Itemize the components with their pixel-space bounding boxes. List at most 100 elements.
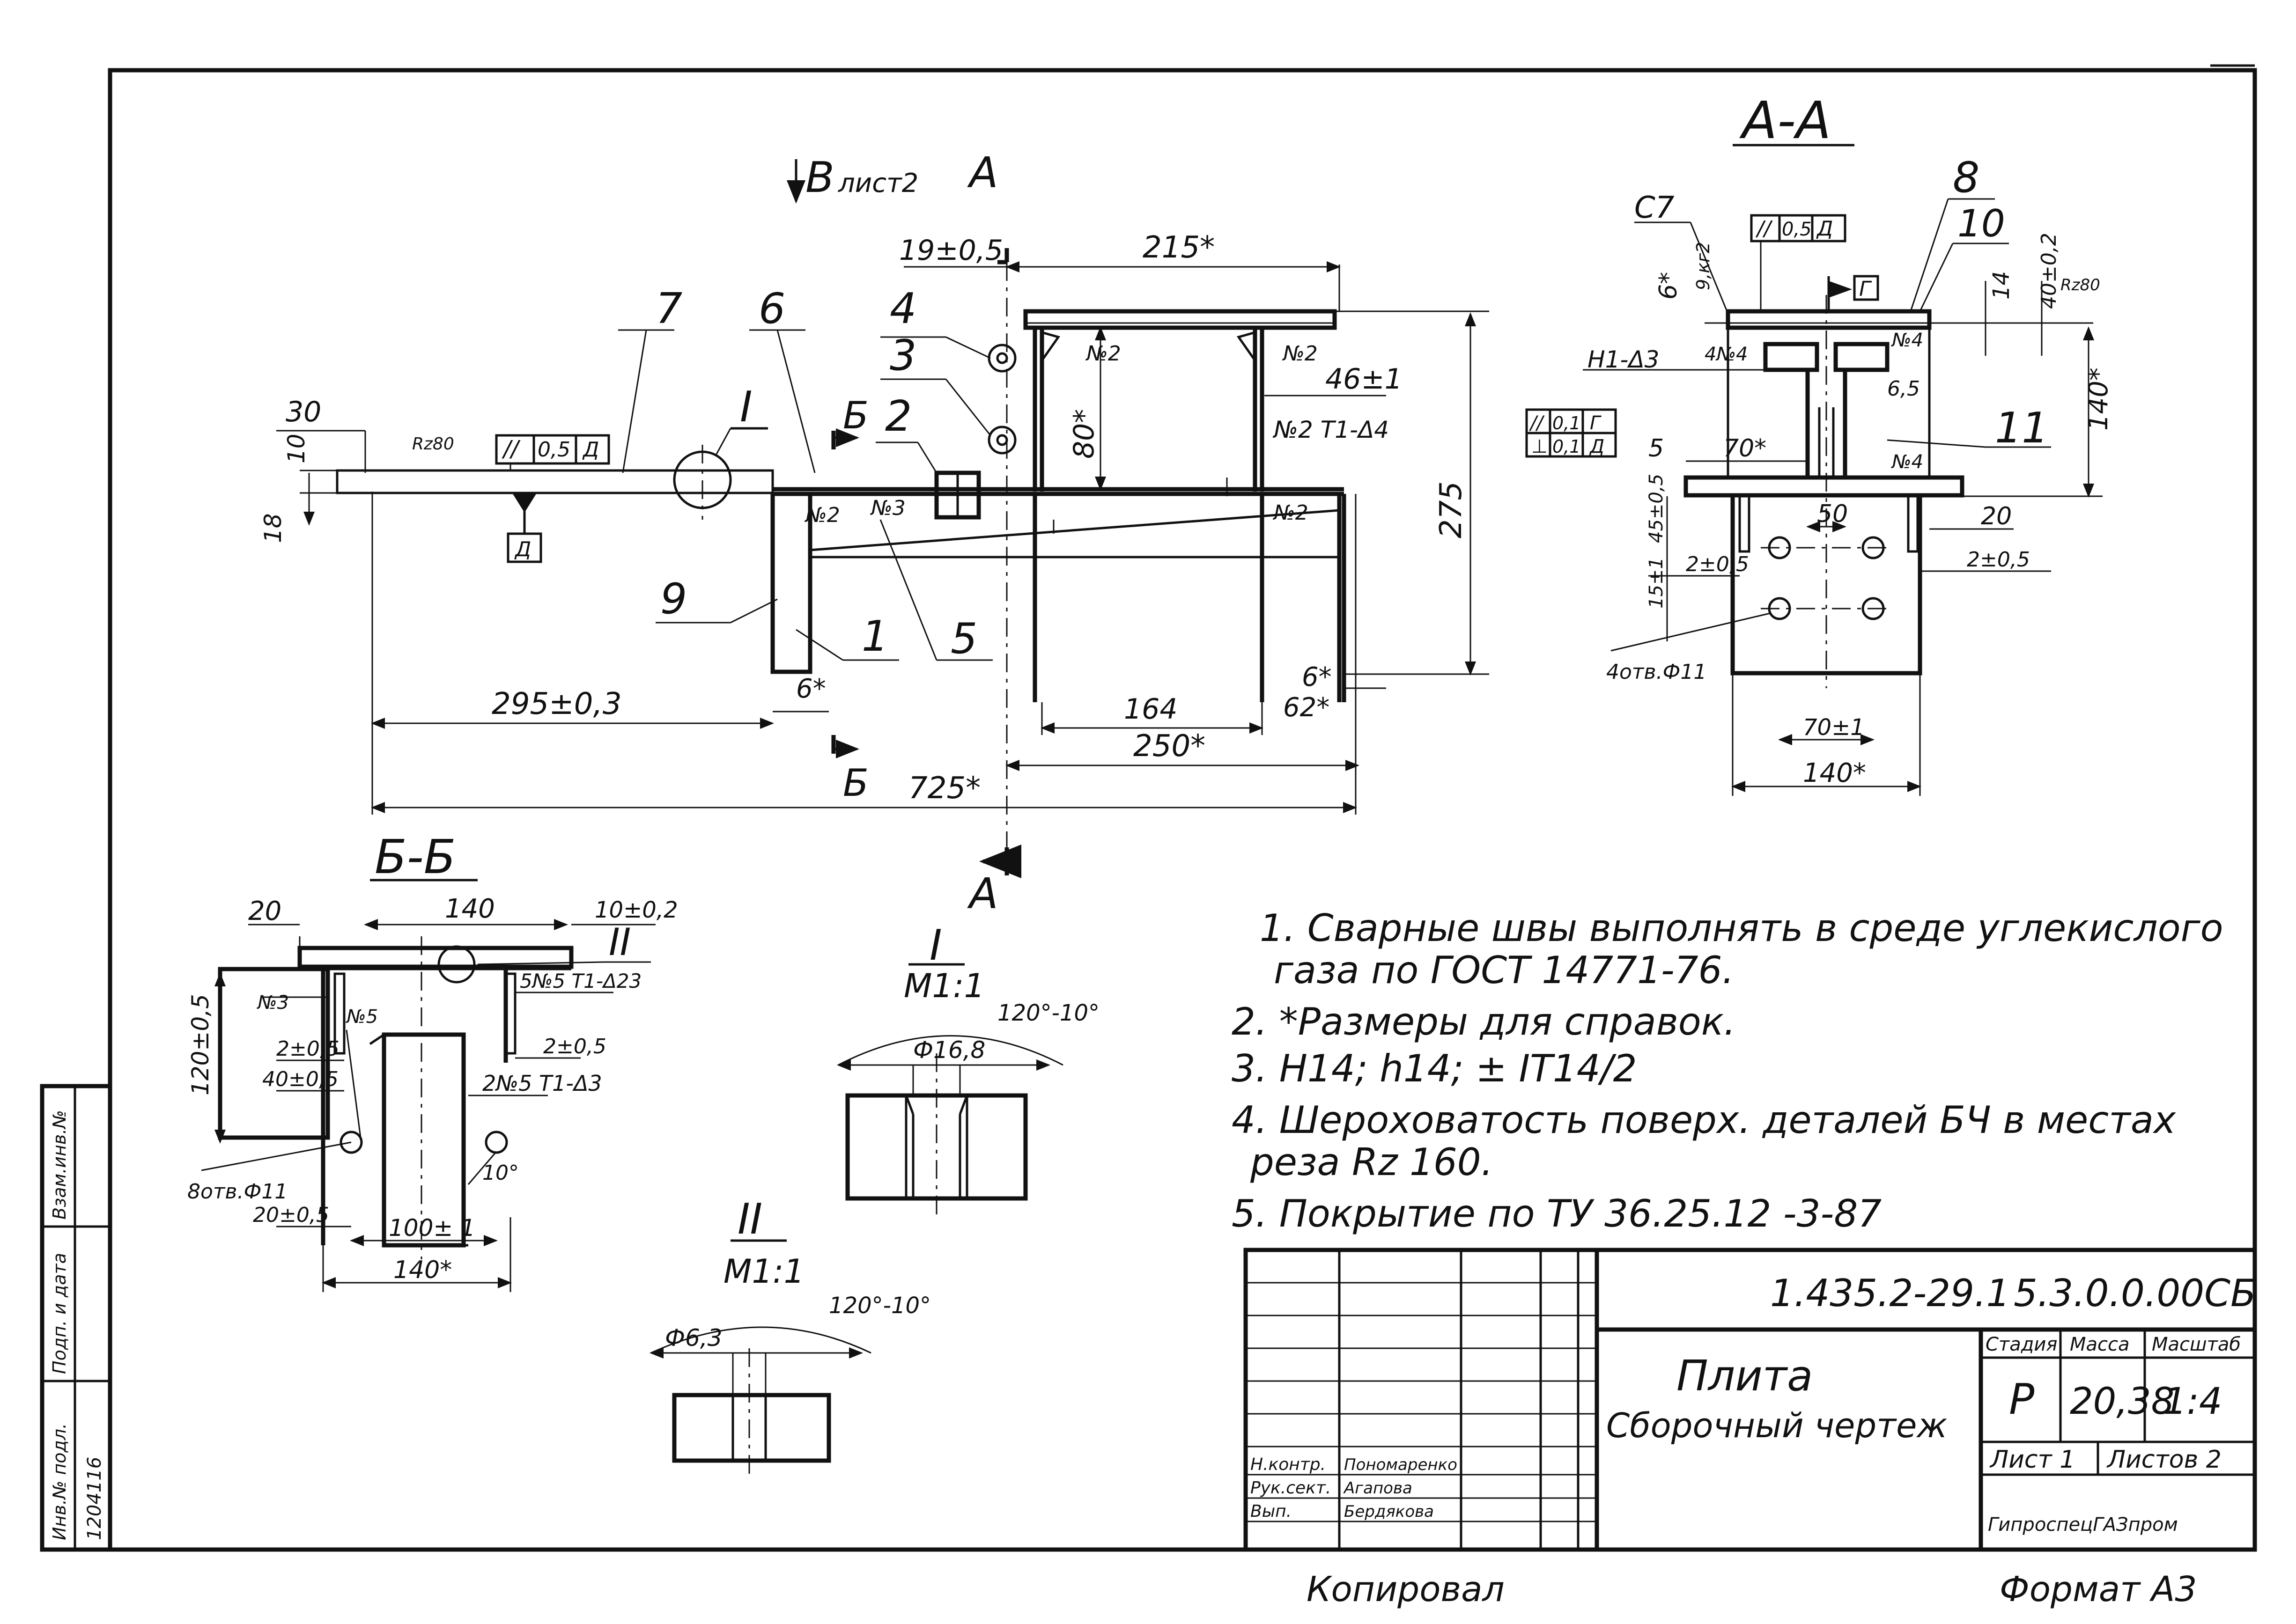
bb-dim-100: 100± 1 xyxy=(389,1214,475,1242)
detail-one-scale: М1:1 xyxy=(904,967,985,1005)
note-line-5: 4. Шероховатость поверх. деталей БЧ в ме… xyxy=(1232,1098,2177,1142)
sig-role-3: Вып. xyxy=(1250,1502,1292,1521)
dim-275: 275 xyxy=(1434,481,1469,538)
view-arrow-label: В xyxy=(805,153,834,202)
detail-two-diameter: Ф6,3 xyxy=(665,1324,723,1352)
dim-295: 295±0,3 xyxy=(492,687,622,721)
section-a-top: А xyxy=(967,148,998,198)
copied-by: Копировал xyxy=(1307,1569,1505,1609)
bb-dim-140: 140 xyxy=(445,894,495,924)
part-number-3: 3 xyxy=(890,331,916,380)
note-line-1: 1. Сварные швы выполнять в среде углекис… xyxy=(1260,906,2223,950)
bb-dim-10deg: 10° xyxy=(482,1161,519,1185)
main-view: В лист2 А А Б Б 7 6 4 3 2 9 1 5 I 30 10 … xyxy=(259,148,1489,919)
dim-18: 18 xyxy=(259,513,287,543)
dim-62: 62* xyxy=(1283,692,1329,723)
stage-label: Стадия xyxy=(1986,1334,2057,1355)
bb-weld-5n5: 5№5 Т1-Δ23 xyxy=(520,970,642,992)
aa-weld-4n4: 4№4 xyxy=(1705,344,1748,365)
bb-weld-2n5: 2№5 Т1-Δ3 xyxy=(482,1071,602,1096)
aa-tol-val: 0,5 xyxy=(1782,219,1812,240)
sig-role-2: Рук.сект. xyxy=(1250,1478,1331,1498)
aa-frame2-val: 0,1 xyxy=(1552,436,1580,457)
bb-dim-20b: 20±0,5 xyxy=(253,1203,329,1227)
aa-dim-70b: 70±1 xyxy=(1803,714,1865,741)
section-aa-title: А-А xyxy=(1739,90,1831,150)
weld-mark-2: №2 xyxy=(1282,342,1318,366)
section-b-bottom: Б xyxy=(843,761,869,805)
bb-dim-2a: 2±0,5 xyxy=(276,1037,340,1061)
drawing-name: Плита xyxy=(1676,1352,1813,1401)
note-line-4: 3. Н14; h14; ± IT14/2 xyxy=(1232,1047,1637,1090)
detail-two-reference: II xyxy=(609,920,631,964)
aa-dim-2b: 2±0,5 xyxy=(1967,548,2030,572)
scale-label: Масштаб xyxy=(2152,1334,2241,1355)
detail-two-title: II xyxy=(738,1195,762,1244)
bb-dim-120: 120±0,5 xyxy=(187,994,214,1095)
bb-dim-10: 10±0,2 xyxy=(595,897,678,923)
bb-dim-40: 40±0,5 xyxy=(262,1067,339,1091)
dim-80: 80* xyxy=(1068,409,1100,459)
part-number-9: 9 xyxy=(660,574,687,624)
aa-dim-6: 6* xyxy=(1654,272,1683,300)
datum-d: Д xyxy=(514,537,531,561)
mass-value: 20,38 xyxy=(2070,1381,2174,1423)
section-aa: А-А С7 8 10 11 Г // 0,5 Д // 0,1 Г ⊥ 0,1… xyxy=(1525,90,2114,796)
section-bb: Б-Б II 20 140 10±0,2 120±0,5 2±0,5 40±0,… xyxy=(187,830,678,1292)
dim-10: 10 xyxy=(283,434,310,463)
detail-one-diameter: Ф16,8 xyxy=(913,1036,985,1064)
detail-two-angle: 120°-10° xyxy=(829,1293,931,1319)
sig-name-3: Бердякова xyxy=(1344,1502,1434,1521)
doc-number: 1.435.2-29.1 xyxy=(1770,1271,2010,1315)
side-stamp: Инв.№ подл. Подп. и дата Взам.инв.№ 1204… xyxy=(40,1084,112,1552)
weld-mark-5: №3 xyxy=(870,496,906,520)
bb-holes: 8отв.Ф11 xyxy=(187,1180,288,1204)
aa-roughness: Rz80 xyxy=(2060,276,2100,294)
aa-frame1-datum: Г xyxy=(1590,412,1602,434)
stamp-inv-label: Инв.№ подл. xyxy=(49,1423,70,1540)
stamp-inv-value: 1204116 xyxy=(84,1457,105,1540)
stamp-replace-label: Взам.инв.№ xyxy=(49,1110,70,1220)
roughness-main: Rz80 xyxy=(412,434,454,454)
detail-two-scale: М1:1 xyxy=(723,1252,805,1291)
stamp-sign-label: Подп. и дата xyxy=(49,1253,70,1374)
aa-tol-sym: // xyxy=(1755,217,1773,241)
detail-two: II М1:1 120°-10° Ф6,3 xyxy=(650,1195,931,1479)
dim-30: 30 xyxy=(286,396,321,428)
aa-frame2-sym: ⊥ xyxy=(1531,436,1548,457)
technical-notes: 1. Сварные швы выполнять в среде углекис… xyxy=(1232,906,2223,1235)
aa-dim-15: 15±1 xyxy=(1646,557,1667,609)
aa-dim-2a: 2±0,5 xyxy=(1686,552,1749,576)
sheets-count: Листов 2 xyxy=(2106,1446,2222,1474)
section-a-bottom: А xyxy=(967,869,998,919)
aa-weld-n4c: №4 xyxy=(1891,451,1923,473)
note-line-7: 5. Покрытие по ТУ 36.25.12 -3-87 xyxy=(1232,1192,1882,1235)
aa-dim-45: 45±0,5 xyxy=(1646,474,1667,543)
stage-value: Р xyxy=(2009,1375,2035,1424)
note-line-3: 2. *Размеры для справок. xyxy=(1232,1000,1735,1043)
bb-dim-140b: 140* xyxy=(393,1256,452,1284)
dim-19: 19±0,5 xyxy=(899,234,1003,267)
sig-name-2: Агапова xyxy=(1343,1479,1412,1498)
note-line-2: газа по ГОСТ 14771-76. xyxy=(1274,948,1734,992)
title-block: 1.435.2-29.1 5.3.0.0.00СБ Плита Сборочны… xyxy=(1243,1248,2257,1552)
part-number-5: 5 xyxy=(951,614,977,663)
mass-label: Масса xyxy=(2070,1334,2130,1355)
detail-one-angle: 120°-10° xyxy=(997,1000,1100,1026)
organization: ГипроспецГАЗпром xyxy=(1988,1514,2178,1536)
aa-frame1-sym: // xyxy=(1529,412,1545,434)
aa-dim-9: 9,кг2 xyxy=(1693,242,1713,290)
aa-dim-140h: 140* xyxy=(1803,758,1866,788)
detail-one: I М1:1 120°-10° Ф16,8 xyxy=(837,921,1100,1217)
aa-dim-70: 70* xyxy=(1723,434,1766,463)
dim-164: 164 xyxy=(1124,693,1178,726)
label-c7: С7 xyxy=(1634,191,1675,225)
aa-frame1-val: 0,1 xyxy=(1552,413,1580,434)
dim-215: 215* xyxy=(1143,230,1215,265)
part-number-6: 6 xyxy=(759,284,785,333)
drawing-frame xyxy=(108,68,2257,1552)
bb-weld-n5: №5 xyxy=(346,1006,378,1028)
bb-dim-20: 20 xyxy=(248,896,281,926)
part-number-4: 4 xyxy=(890,284,916,333)
